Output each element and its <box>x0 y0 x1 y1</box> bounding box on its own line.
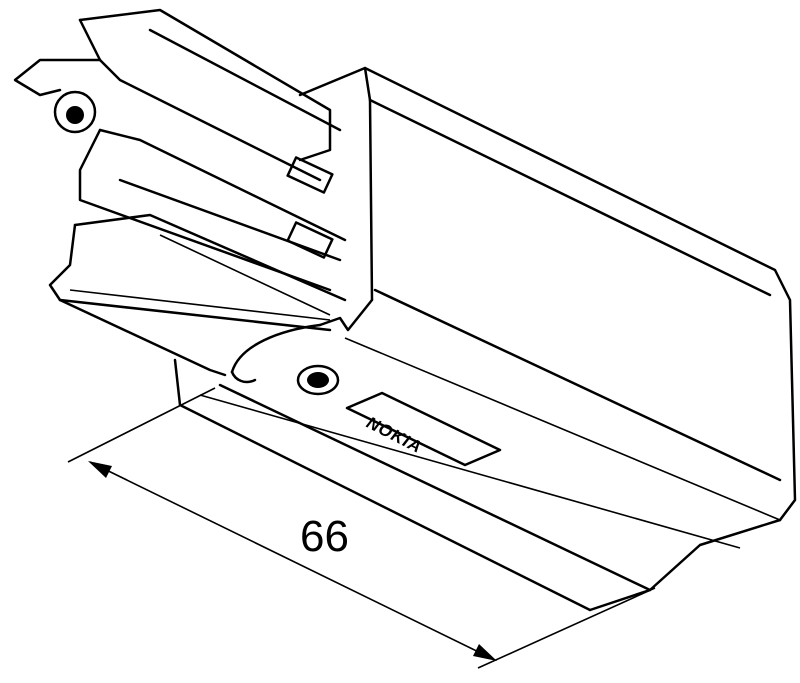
arrow-right <box>473 644 497 661</box>
dimension-66 <box>67 387 656 669</box>
mounting-hole <box>296 364 340 396</box>
brand-plate <box>345 391 502 467</box>
main-housing <box>173 66 797 612</box>
connector-head <box>13 8 347 377</box>
arrow-left <box>88 461 112 478</box>
dimension-label: 66 <box>300 512 349 561</box>
